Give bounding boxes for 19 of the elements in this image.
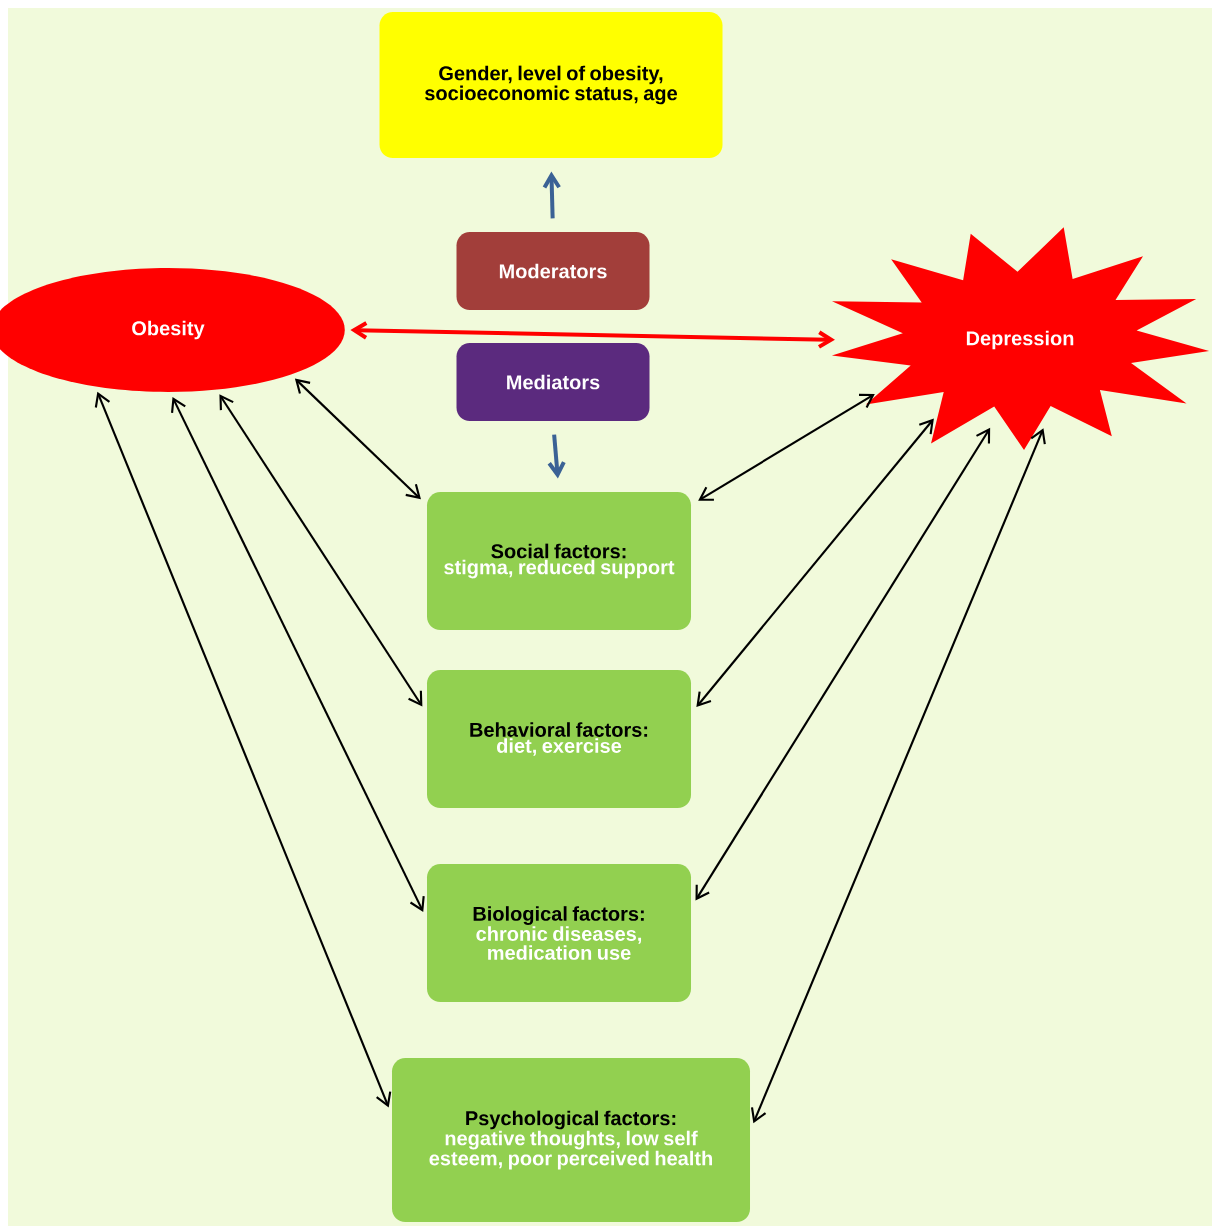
- arrow: [547, 434, 566, 479]
- arrow: [698, 393, 875, 501]
- factor-box: Social factors: stigma, reduced support: [427, 492, 691, 630]
- factor-box: Gender, level of obesity, socioeconomic status, age: [379, 12, 723, 158]
- factor-box: Psychological factors: negative thoughts, low self esteem, poor perceived health: [392, 1058, 750, 1222]
- arrow: [695, 427, 991, 901]
- factor-box: Behavioral factors: diet, exercise: [427, 670, 691, 808]
- arrow: [750, 428, 1046, 1124]
- arrow: [171, 397, 425, 912]
- mediators-box: Mediators: [456, 343, 650, 421]
- arrow: [219, 394, 423, 707]
- arrow: [542, 171, 561, 219]
- arrow: [294, 378, 421, 500]
- arrow: [350, 321, 835, 349]
- factor-box: Biological factors: chronic diseases, medication use: [427, 864, 691, 1002]
- arrow: [94, 391, 392, 1108]
- arrow: [696, 418, 934, 708]
- starburst: Depression: [831, 227, 1210, 450]
- moderators-box: Moderators: [456, 232, 650, 310]
